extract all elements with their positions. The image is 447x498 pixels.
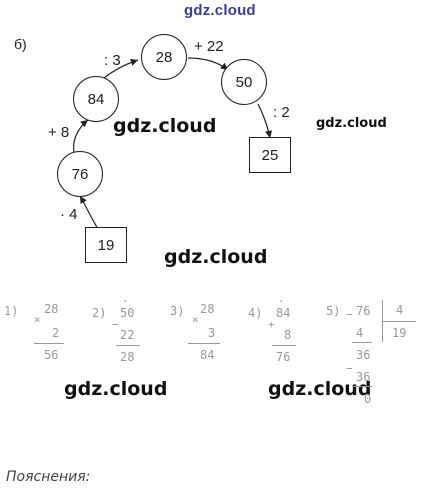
calc-2-rule (116, 345, 140, 346)
calc-5-number: 5) (326, 304, 341, 318)
calc-4-b: 8 (284, 328, 292, 342)
start-value: 19 (97, 236, 115, 254)
node-84: 84 (73, 76, 119, 122)
node-84-value: 84 (87, 90, 105, 108)
calc-4-op: + (268, 318, 275, 331)
node-76: 76 (57, 151, 103, 197)
calc-4-rule (272, 345, 296, 346)
calc-4-a: 84 (276, 306, 291, 320)
watermark-4: gdz.cloud (64, 378, 168, 400)
watermark-3: gdz.cloud (164, 246, 268, 268)
node-50-value: 50 (235, 73, 253, 91)
calc-2-b: 22 (120, 328, 135, 342)
calc-5-divisor: 4 (396, 303, 404, 317)
calc-3-b: 3 (208, 326, 216, 340)
op-multiply-4: · 4 (60, 206, 78, 223)
arrow-76-84 (73, 119, 89, 153)
calc-1-op: × (34, 313, 41, 326)
calc-4-dot: · (278, 295, 285, 308)
calc-1-a: 28 (44, 302, 59, 316)
calc-1-number: 1) (4, 304, 19, 318)
node-28: 28 (141, 34, 187, 80)
calc-1-rule (34, 343, 64, 344)
start-box: 19 (85, 227, 127, 263)
op-divide-3: : 3 (104, 52, 121, 69)
calc-5-rem-2: 0 (364, 392, 372, 406)
end-value: 25 (261, 146, 279, 164)
calc-5-sub-2: 36 (356, 370, 371, 384)
arrow-28-50 (187, 57, 229, 71)
watermark-1: gdz.cloud (113, 115, 217, 137)
node-76-value: 76 (71, 165, 89, 183)
op-plus-8: + 8 (48, 124, 70, 141)
calc-5-rule-1 (352, 342, 372, 343)
calc-1-b: 2 (52, 326, 60, 340)
calc-5-rem-1: 36 (356, 348, 371, 362)
calc-5-quotient: 19 (392, 326, 407, 340)
calc-5-minus-2: − (346, 362, 353, 375)
node-28-value: 28 (155, 48, 173, 66)
calc-5-divider-horizontal (382, 321, 416, 322)
op-divide-2: : 2 (273, 104, 290, 121)
calc-2-number: 2) (92, 306, 107, 320)
calc-3-rule (188, 343, 220, 344)
end-box: 25 (249, 137, 291, 173)
explanation-heading: Пояснения: (6, 469, 91, 485)
calc-2-dot: · (122, 295, 129, 308)
calc-3-op: × (192, 313, 199, 326)
calc-5-minus-1: − (346, 308, 353, 321)
calc-2-result: 28 (120, 350, 135, 364)
op-plus-22: + 22 (194, 38, 224, 55)
calc-4-result: 76 (276, 350, 291, 364)
calc-3-result: 84 (200, 348, 215, 362)
calc-5-dividend: 76 (356, 304, 371, 318)
node-50: 50 (221, 59, 267, 105)
calc-5-sub-1: 4 (356, 326, 364, 340)
arrow-50-25 (257, 103, 273, 139)
calc-1-result: 56 (44, 348, 59, 362)
calc-4-number: 4) (248, 306, 263, 320)
arrow-84-28 (103, 58, 139, 79)
calc-2-op: − (112, 318, 119, 331)
calc-5-rule-2 (352, 386, 372, 387)
watermark-top: gdz.cloud (184, 2, 256, 19)
calc-3-a: 28 (200, 302, 215, 316)
part-label: б) (14, 36, 27, 52)
calc-3-number: 3) (170, 304, 185, 318)
watermark-2: gdz.cloud (316, 116, 387, 131)
watermark-5: gdz.cloud (268, 378, 372, 400)
calc-2-a: 50 (120, 306, 135, 320)
